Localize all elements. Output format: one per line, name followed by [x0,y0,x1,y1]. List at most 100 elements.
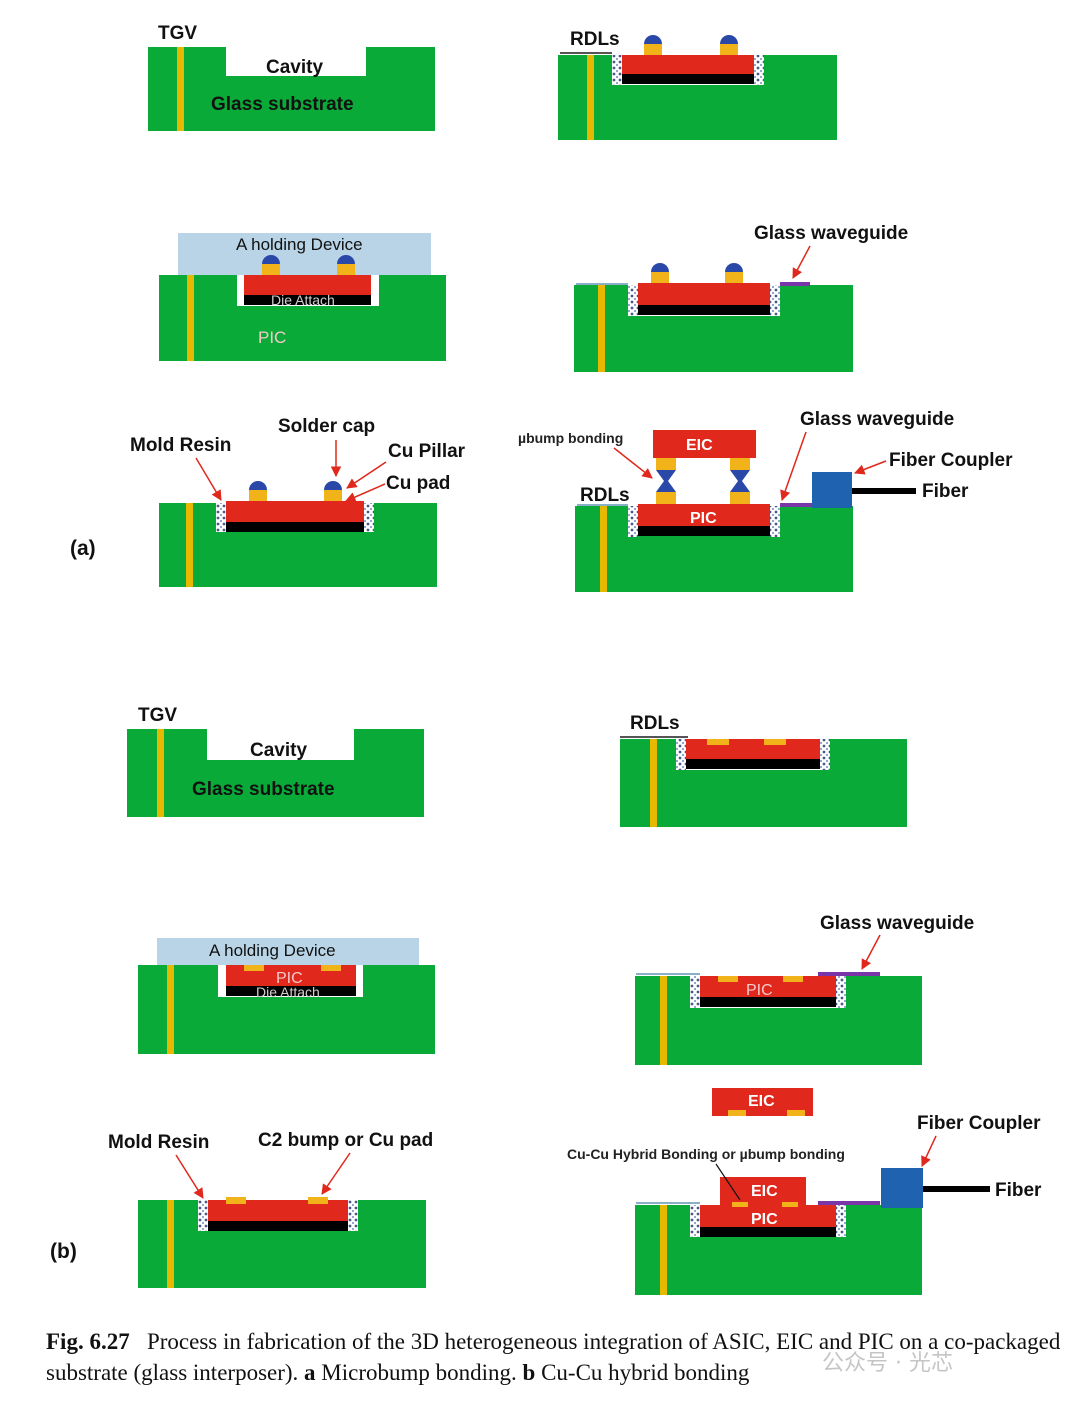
fiber-coupler-label: Fiber Coupler [917,1113,1041,1134]
die-attach [700,1227,836,1237]
tgv-label: TGV [138,705,177,726]
tgv [157,729,164,817]
mold-resin [690,976,700,1008]
microbump-pillar [656,492,676,504]
glass-waveguide-label: Glass waveguide [800,409,954,430]
cu-pad [783,976,803,982]
glass-waveguide-label: Glass waveguide [754,223,908,244]
cu-pad [244,965,264,971]
mold-resin [348,1200,358,1231]
hybrid-bond-pad [732,1202,748,1207]
arrow [321,1152,351,1195]
panel-a-label: (a) [70,537,96,560]
tgv [187,275,194,361]
mold-resin [364,503,374,532]
fiber [852,488,916,494]
glass-waveguide-label: Glass waveguide [820,913,974,934]
arrow [346,461,387,489]
caption-text: Process in fabrication of the 3D heterog… [46,1329,1061,1385]
mold-resin [754,55,764,85]
step-b3: A holding Device PIC Die Attach [138,938,435,1054]
cavity-label: Cavity [266,57,323,78]
cu-pillar [720,44,738,55]
solder-cap [324,481,342,490]
cu-pillar [644,44,662,55]
pic-die [638,283,770,305]
hybrid-bonding-label: Cu-Cu Hybrid Bonding or µbump bonding [567,1146,845,1162]
pic-die [244,275,371,295]
tgv [598,285,605,372]
cu-pillar [651,272,669,283]
step-a1: TGV Cavity Glass substrate [148,23,435,131]
arrow [780,431,807,501]
cu-pillar [337,264,355,275]
cu-pad-label: Cu pad [386,473,450,494]
tgv [660,1205,667,1295]
arrow [613,447,653,479]
die-attach [226,522,364,532]
tgv [650,739,657,827]
arrow [921,1135,937,1167]
step-a4: Glass waveguide [574,223,908,372]
caption-a-label: a [304,1360,316,1385]
pic-die [638,504,770,526]
microbump-pillar [656,458,676,470]
holding-device-label: A holding Device [209,941,336,960]
cu-pad [728,1110,746,1116]
cu-pillar [324,490,342,501]
glass-waveguide [780,503,812,507]
tgv [600,506,607,592]
tgv [167,1200,174,1288]
step-b1: TGV Cavity Glass substrate [127,705,424,817]
arrow [345,483,386,503]
tgv [660,976,667,1065]
process-flow-diagram: TGV Cavity Glass substrate RDLs A holdin… [50,23,1042,1295]
step-b5: Mold Resin C2 bump or Cu pad (b) [50,1130,433,1288]
cu-pad [321,965,341,971]
fiber-label: Fiber [995,1180,1042,1201]
glass-substrate [148,47,435,131]
tgv [587,55,594,140]
rdls-label: RDLs [630,713,680,734]
microbump-pillar [730,492,750,504]
panel-b-label: (b) [50,1240,77,1263]
solder-cap [337,255,355,264]
cu-pad [787,1110,805,1116]
eic-label: EIC [748,1093,775,1110]
mold-resin-label: Mold Resin [108,1132,209,1153]
mold-resin [628,506,638,537]
mold-resin [676,739,686,770]
holding-device-label: A holding Device [236,235,363,254]
pic-die [208,1200,348,1221]
rdls-label: RDLs [570,29,620,50]
caption-b-text: Cu-Cu hybrid bonding [541,1360,750,1385]
pic-die [622,55,754,74]
cu-pillar [262,264,280,275]
solder-cap-label: Solder cap [278,416,375,437]
cavity-label: Cavity [250,740,307,761]
cu-pad [308,1197,328,1204]
microbump-solder [656,470,676,492]
tgv [177,47,184,131]
mold-resin [836,1205,846,1237]
step-b4: PIC Glass waveguide [635,913,974,1065]
solder-cap [720,35,738,44]
cu-pad [707,739,729,745]
mold-resin [770,285,780,316]
mold-resin [820,739,830,770]
mold-resin [628,285,638,316]
die-attach [638,526,770,536]
mold-resin [770,506,780,537]
pic-die [700,1205,836,1227]
c2-bump-label: C2 bump or Cu pad [258,1130,433,1151]
step-a3: A holding Device Die Attach PIC [159,233,446,361]
step-b6: EIC PIC EIC Cu-Cu Hybrid Bonding or µbum… [567,1088,1042,1295]
step-b2: RDLs [620,713,907,827]
arrow [854,460,887,475]
die-attach [208,1221,348,1231]
glass-substrate-label: Glass substrate [211,94,354,115]
holding-device [178,233,431,275]
fiber-coupler [881,1168,923,1208]
watermark: 公众号 · 光芯 [822,1351,953,1376]
solder-cap [725,263,743,272]
